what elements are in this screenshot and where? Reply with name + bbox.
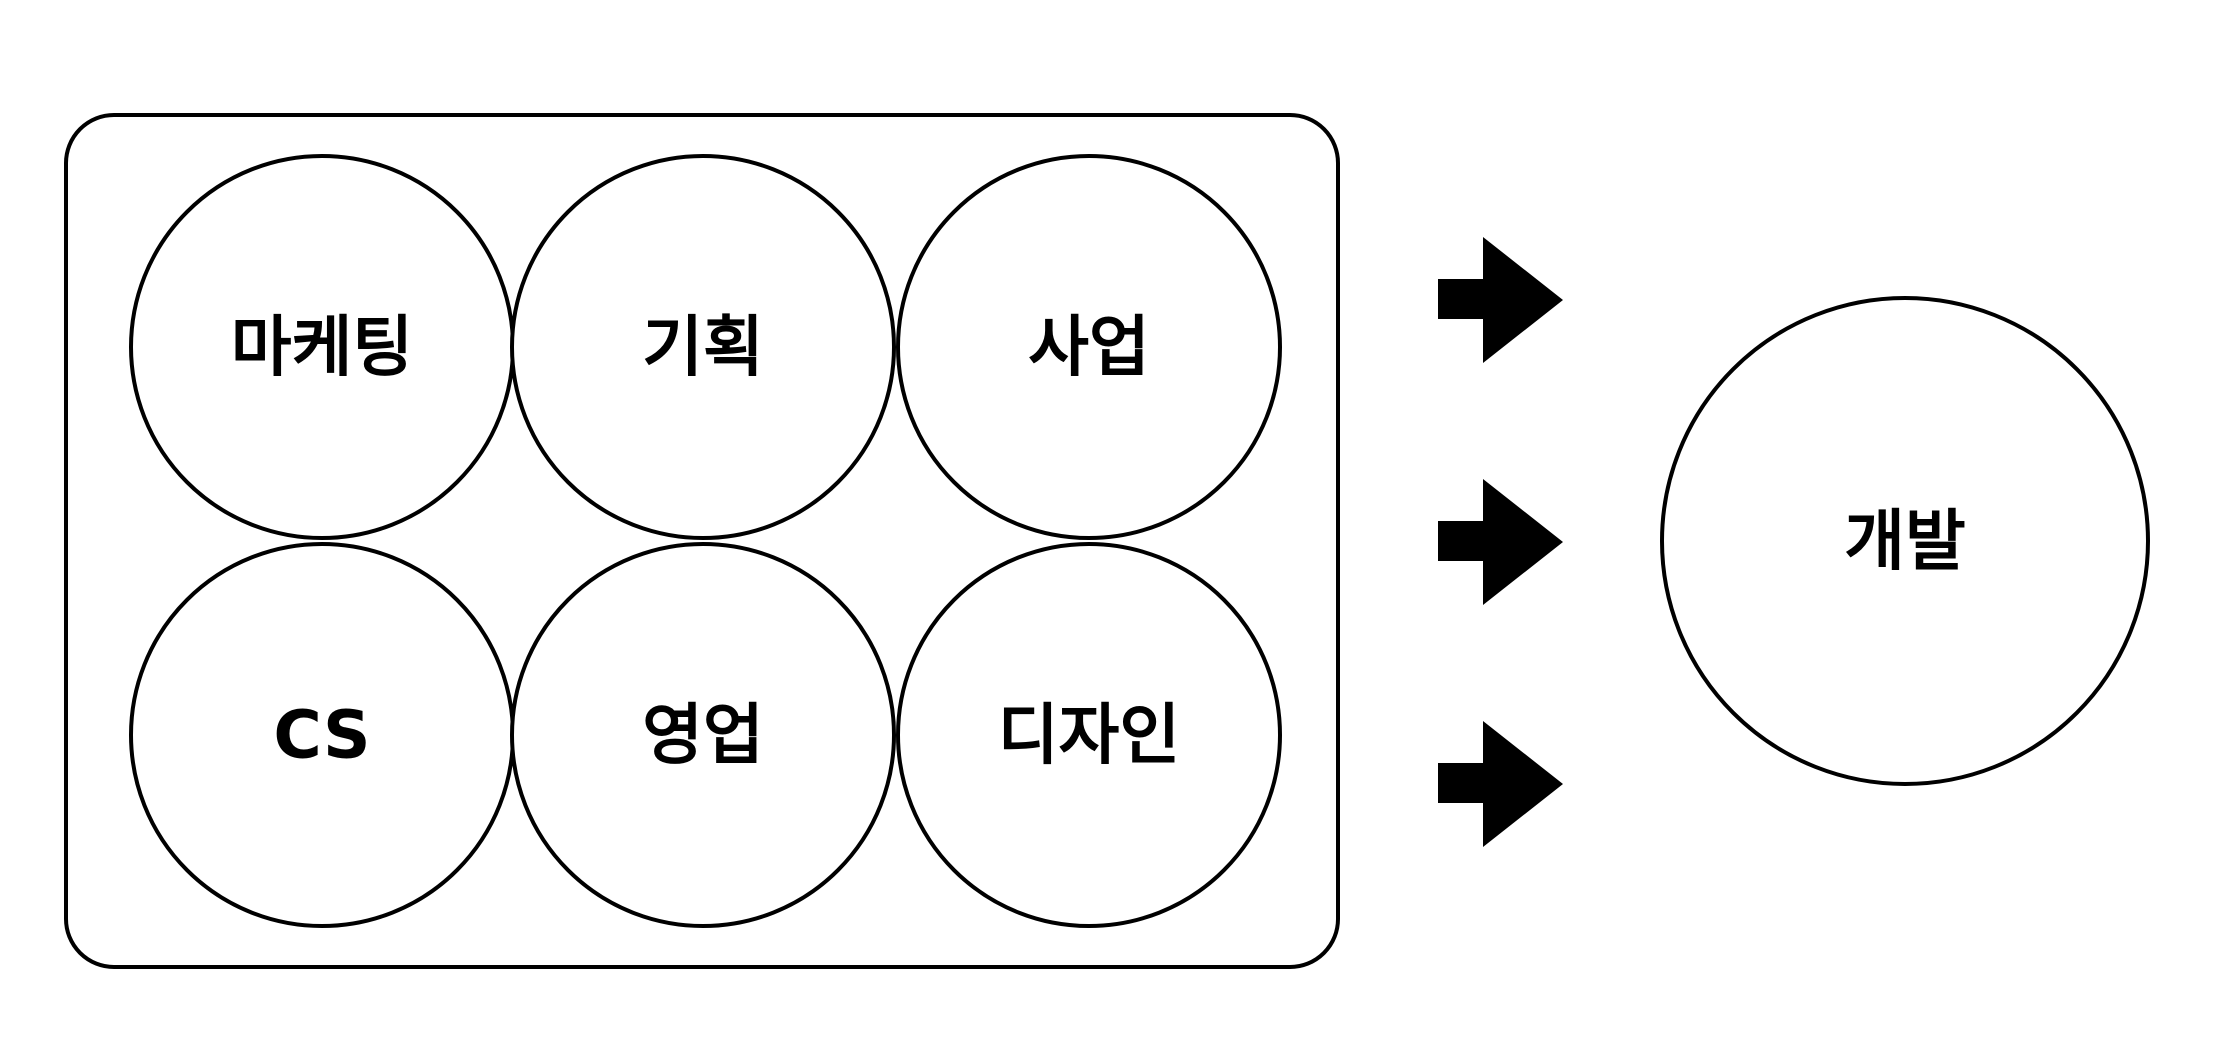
target-node-development: 개발	[1660, 296, 2150, 786]
arrow-right-icon	[1438, 721, 1563, 847]
team-label: 기획	[642, 309, 763, 386]
team-node-cs: CS	[129, 542, 515, 928]
target-circle	[1660, 296, 2150, 786]
team-node-planning: 기획	[510, 154, 896, 540]
team-circle	[510, 542, 896, 928]
team-label: 영업	[642, 697, 763, 774]
arrow-right-icon	[1438, 237, 1563, 363]
team-label: 마케팅	[231, 309, 413, 386]
team-label: CS	[273, 697, 370, 774]
team-label: 사업	[1028, 309, 1149, 386]
arrow-right-icon	[1438, 479, 1563, 605]
team-node-business: 사업	[896, 154, 1282, 540]
team-circle	[896, 154, 1282, 540]
team-circle	[896, 542, 1282, 928]
team-label: 디자인	[998, 697, 1180, 774]
team-circle	[510, 154, 896, 540]
team-node-sales: 영업	[510, 542, 896, 928]
team-node-design: 디자인	[896, 542, 1282, 928]
target-label: 개발	[1844, 503, 1965, 580]
team-node-marketing: 마케팅	[129, 154, 515, 540]
